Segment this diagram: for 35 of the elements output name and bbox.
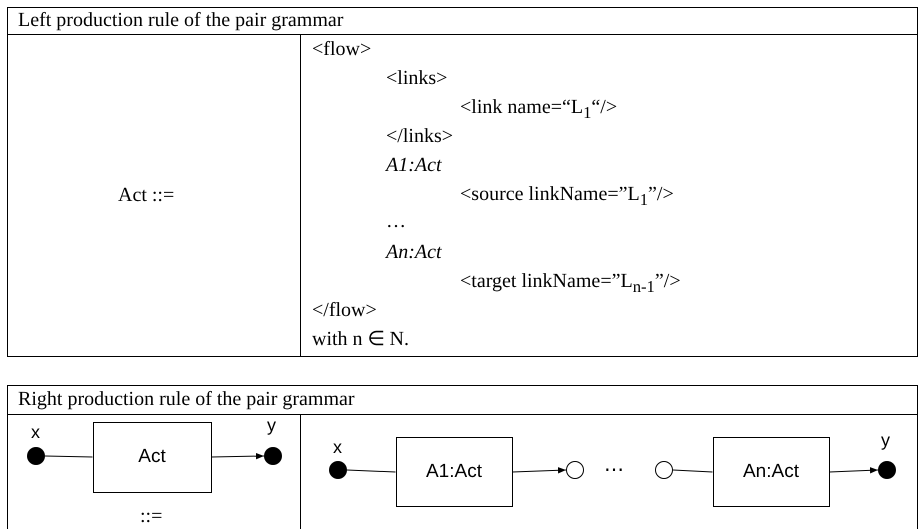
activity-box: A1:Act	[396, 437, 512, 507]
activity-box: Act	[92, 422, 212, 492]
code-line: An:Act	[386, 240, 442, 264]
variable-label: x	[31, 423, 40, 441]
table-header: Left production rule of the pair grammar	[18, 8, 344, 32]
code-line: <link name=“L$_{1}$“/>	[460, 95, 618, 124]
derivation-symbol: ::=	[140, 504, 162, 528]
activity-box: An:Act	[712, 437, 830, 507]
variable-label: x	[333, 438, 342, 456]
ellipsis: …	[386, 209, 406, 233]
code-line: A1:Act	[386, 153, 442, 177]
arrow	[512, 467, 566, 474]
code-line: <target linkName=”L$_{n-1}$”/>	[460, 269, 681, 298]
grammar-rule-head: Act ::=	[118, 183, 174, 207]
code-line: <flow>	[312, 37, 372, 61]
arrow	[211, 452, 264, 460]
code-line: </links>	[386, 124, 454, 148]
open-circle	[566, 461, 584, 479]
variable-label: y	[881, 431, 890, 449]
ellipsis: ⋯	[604, 458, 624, 482]
filled-dot	[27, 447, 45, 465]
connector-line	[672, 470, 713, 472]
table-header: Right production rule of the pair grammar	[18, 387, 355, 411]
connector-line	[346, 470, 396, 472]
filled-dot	[329, 461, 347, 479]
code-line: </flow>	[312, 298, 377, 322]
variable-label: y	[267, 416, 276, 434]
filled-dot	[878, 461, 896, 479]
connector-line	[44, 456, 93, 458]
filled-dot	[264, 447, 282, 465]
condition-text: with n ∈ N.	[312, 327, 409, 351]
open-circle	[655, 461, 673, 479]
code-line: <links>	[386, 66, 448, 90]
code-line: <source linkName=”L$_{1}$”/>	[460, 182, 674, 211]
arrow	[829, 467, 878, 474]
